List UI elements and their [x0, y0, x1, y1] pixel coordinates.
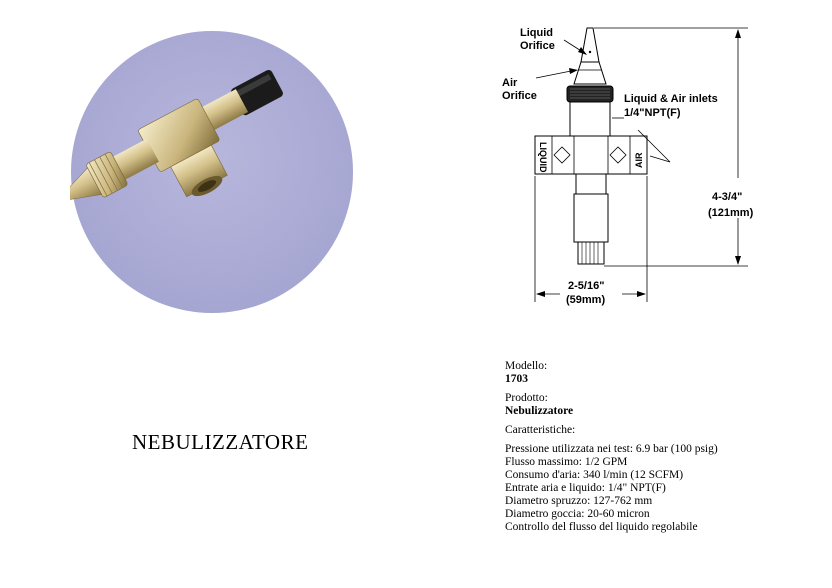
side-label-liquid: LIQUID [538, 142, 548, 173]
feature-item: Entrate aria e liquido: 1/4" NPT(F) [505, 482, 666, 494]
side-label-air: AIR [634, 152, 644, 168]
svg-text:Orifice: Orifice [502, 90, 537, 102]
svg-text:(59mm): (59mm) [566, 294, 605, 306]
height-dimension: 4-3/4" [712, 191, 742, 203]
width-dimension: 2-5/16" [568, 280, 604, 292]
technical-diagram: LIQUID AIR 4-3/4" (121mm) 2-5/16" (59m [490, 18, 790, 318]
features-heading: Caratteristiche: [505, 424, 576, 436]
features-list: Pressione utilizzata nei test: 6.9 bar (… [505, 443, 718, 534]
svg-text:Orifice: Orifice [520, 40, 555, 52]
product-label: Prodotto: [505, 392, 548, 404]
product-specs: Modello: 1703 Prodotto: Nebulizzatore Ca… [505, 360, 718, 534]
feature-item: Flusso massimo: 1/2 GPM [505, 456, 628, 468]
label-air-orifice: Air [502, 77, 518, 89]
svg-text:1/4"NPT(F): 1/4"NPT(F) [624, 107, 681, 119]
model-label: Modello: [505, 360, 548, 372]
model-value: 1703 [505, 373, 528, 385]
product-title: NEBULIZZATORE [132, 430, 309, 454]
feature-item: Consumo d'aria: 340 l/min (12 SCFM) [505, 469, 684, 481]
feature-item: Controllo del flusso del liquido regolab… [505, 521, 698, 533]
product-value: Nebulizzatore [505, 405, 574, 417]
svg-text:(121mm): (121mm) [708, 207, 754, 219]
feature-item: Pressione utilizzata nei test: 6.9 bar (… [505, 443, 718, 455]
product-photo [70, 30, 354, 314]
label-inlets: Liquid & Air inlets [624, 93, 718, 105]
feature-item: Diametro goccia: 20-60 micron [505, 508, 650, 520]
feature-item: Diametro spruzzo: 127-762 mm [505, 495, 653, 507]
label-liquid-orifice: Liquid [520, 27, 553, 39]
